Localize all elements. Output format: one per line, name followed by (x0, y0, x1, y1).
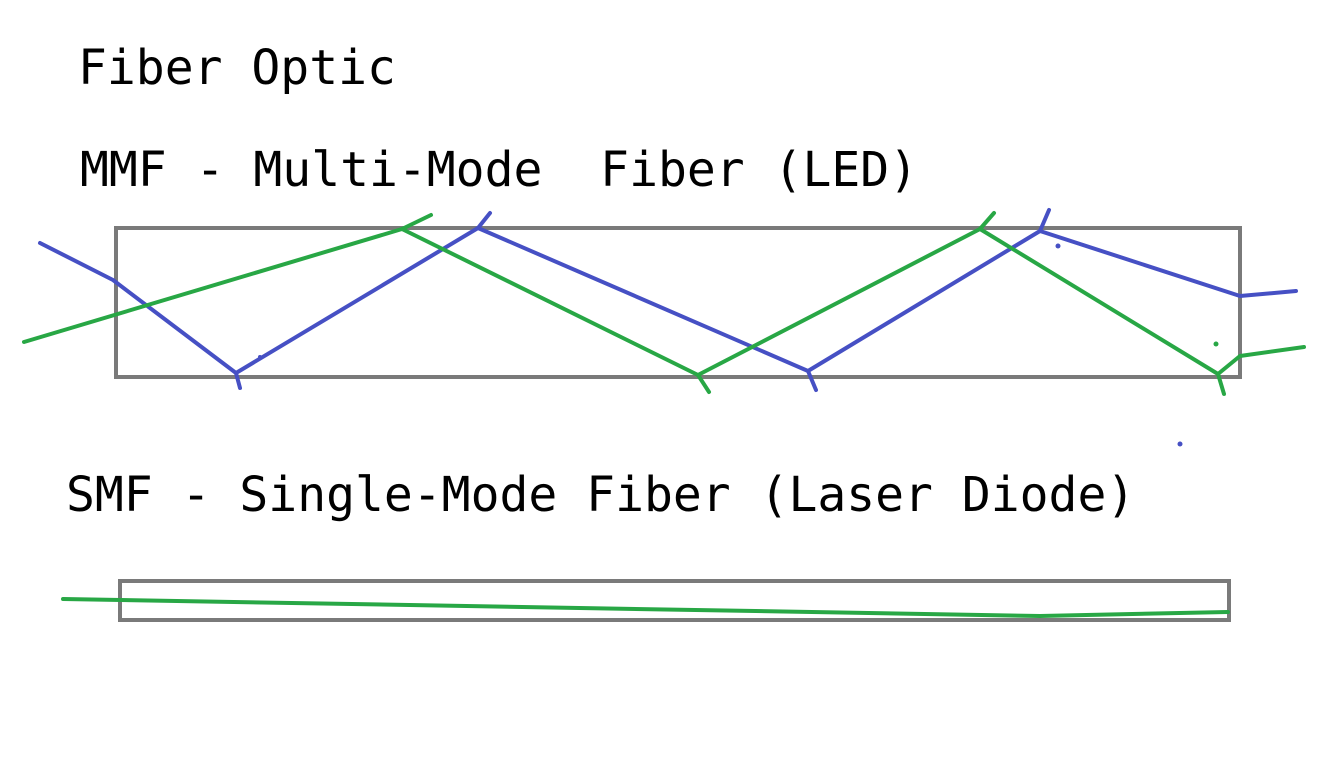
mmf-fiber-outline (114, 226, 1242, 379)
mmf-ray-blue (38, 226, 1298, 375)
smf-ray-green (61, 597, 1230, 618)
mmf-heading: MMF - Multi-Mode Fiber (LED) (80, 142, 919, 198)
mmf-ray-blue-stray-dots (258, 243, 1183, 447)
smf-heading: SMF - Single-Mode Fiber (Laser Diode) (66, 467, 1136, 523)
mmf-ray-green-stray-dots (1213, 341, 1219, 347)
mmf-ray-green-bounce-ticks (400, 211, 1226, 396)
mmf-ray-green (22, 227, 1306, 377)
mmf-ray-blue-bounce-ticks (234, 208, 1051, 392)
page-title: Fiber Optic (78, 40, 396, 96)
